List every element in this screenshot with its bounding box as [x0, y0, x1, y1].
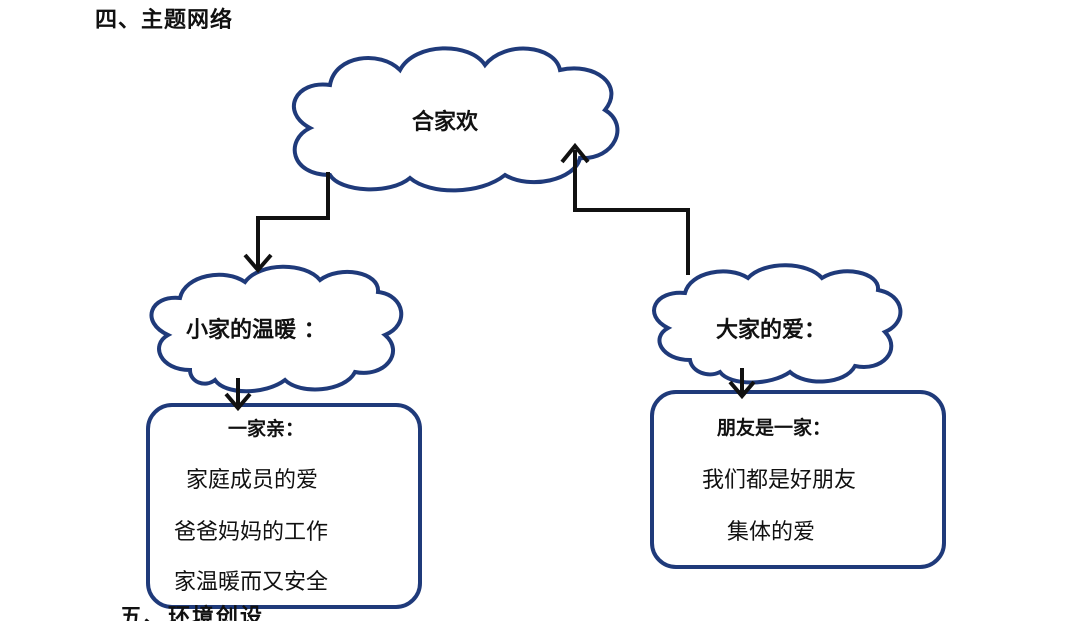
arrowhead-right-box [728, 380, 756, 400]
right-box-item: 我们都是好朋友 [702, 468, 857, 493]
left-box-item: 爸爸妈妈的工作 [174, 520, 329, 545]
cloud-shape-center [291, 46, 620, 193]
right-content-box [650, 390, 946, 569]
arrowhead-left-box [224, 392, 252, 412]
right-box-item: 集体的爱 [727, 520, 816, 545]
cloud-shape-right [652, 263, 903, 385]
cloud-shape-left [149, 264, 404, 394]
center-topic-label: 合家欢 [412, 110, 479, 135]
left-content-box [146, 403, 422, 609]
section-heading: 四、主题网络 [95, 8, 234, 33]
arrowhead-center-cloud [560, 142, 590, 164]
right-subtopic-label: 大家的爱： [716, 318, 827, 343]
left-box-item: 家温暖而又安全 [174, 570, 329, 595]
next-section-heading-partial: 五、环境创设 [120, 605, 265, 621]
connector-center-to-left [256, 172, 330, 268]
left-box-item: 家庭成员的爱 [186, 468, 319, 493]
left-subtopic-label: 小家的温暖 ： [186, 318, 326, 343]
arrowhead-left-cloud [243, 253, 273, 274]
right-box-title: 朋友是一家： [717, 417, 832, 439]
connector-right-to-center [573, 150, 690, 275]
left-box-title: 一家亲： [228, 418, 305, 440]
